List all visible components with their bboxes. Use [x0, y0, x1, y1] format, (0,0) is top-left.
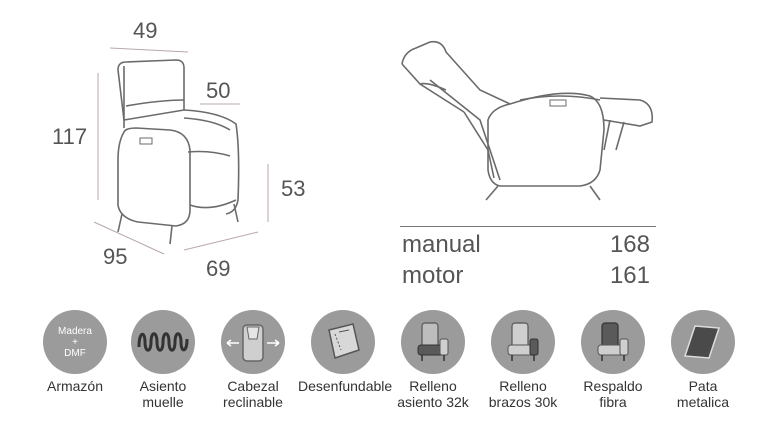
- feature-list: Madera + DMF Armazón Asiento muelle: [30, 310, 750, 430]
- spec-value: 161: [609, 262, 650, 289]
- reclined-chair-outline: [401, 40, 654, 201]
- feature-label: Asiento: [139, 378, 187, 394]
- icon-text: DMF: [64, 347, 86, 359]
- metal-leg-icon: [671, 310, 735, 374]
- spec-row-manual: manual 168: [400, 229, 656, 260]
- feature-label: reclinable: [223, 394, 283, 410]
- feature-label: Relleno: [499, 378, 547, 394]
- spec-row-motor: motor 161: [400, 260, 656, 291]
- feature-label: metalica: [676, 394, 730, 410]
- removable-cover-icon: [311, 310, 375, 374]
- reclined-control-icon: [549, 99, 567, 107]
- spec-value: 168: [609, 231, 650, 258]
- feature-label: Cabezal: [227, 378, 279, 394]
- seat-height-dimension: 53: [281, 176, 306, 201]
- dimension-lines: [93, 47, 269, 255]
- feature-arm-filling: Relleno brazos 30k: [478, 310, 568, 410]
- depth-dimension: 95: [103, 244, 128, 269]
- feature-label: asiento 32k: [397, 394, 469, 410]
- table-divider: [400, 226, 656, 227]
- spec-label: manual: [402, 231, 481, 258]
- feature-label: Armazón: [46, 378, 104, 394]
- feature-label: Desenfundable: [298, 378, 393, 394]
- back-depth-dimension: 50: [206, 78, 231, 103]
- control-panel-icon: [139, 137, 153, 145]
- feature-metal-leg: Pata metalica: [658, 310, 748, 410]
- reclining-headrest-icon: [221, 310, 285, 374]
- frame-material-icon: Madera + DMF: [43, 310, 107, 374]
- icon-text: +: [72, 336, 78, 348]
- feature-label: fibra: [599, 394, 627, 410]
- spec-label: motor: [402, 262, 464, 289]
- feature-label: muelle: [142, 394, 184, 410]
- upright-chair-outline: [117, 59, 240, 245]
- feature-frame: Madera + DMF Armazón: [30, 310, 120, 394]
- feature-removable-cover: Desenfundable: [298, 310, 393, 394]
- feature-label: Relleno: [409, 378, 457, 394]
- seat-depth-dimension: 69: [206, 256, 231, 281]
- arm-filling-icon: [491, 310, 555, 374]
- feature-label: Respaldo: [583, 378, 643, 394]
- chair-drawings: [93, 40, 654, 255]
- fiber-backrest-icon: [581, 310, 645, 374]
- feature-label: brazos 30k: [488, 394, 558, 410]
- reclined-length-table: manual 168 motor 161: [400, 226, 656, 291]
- height-dimension: 117: [52, 124, 88, 149]
- icon-text: Madera: [58, 325, 92, 337]
- width-dimension: 49: [133, 18, 158, 43]
- feature-fiber-backrest: Respaldo fibra: [568, 310, 658, 410]
- feature-spring-seat: Asiento muelle: [118, 310, 208, 410]
- feature-reclining-headrest: Cabezal reclinable: [208, 310, 298, 410]
- feature-label: Pata: [688, 378, 718, 394]
- feature-seat-filling: Relleno asiento 32k: [388, 310, 478, 410]
- seat-filling-icon: [401, 310, 465, 374]
- spring-icon: [131, 310, 195, 374]
